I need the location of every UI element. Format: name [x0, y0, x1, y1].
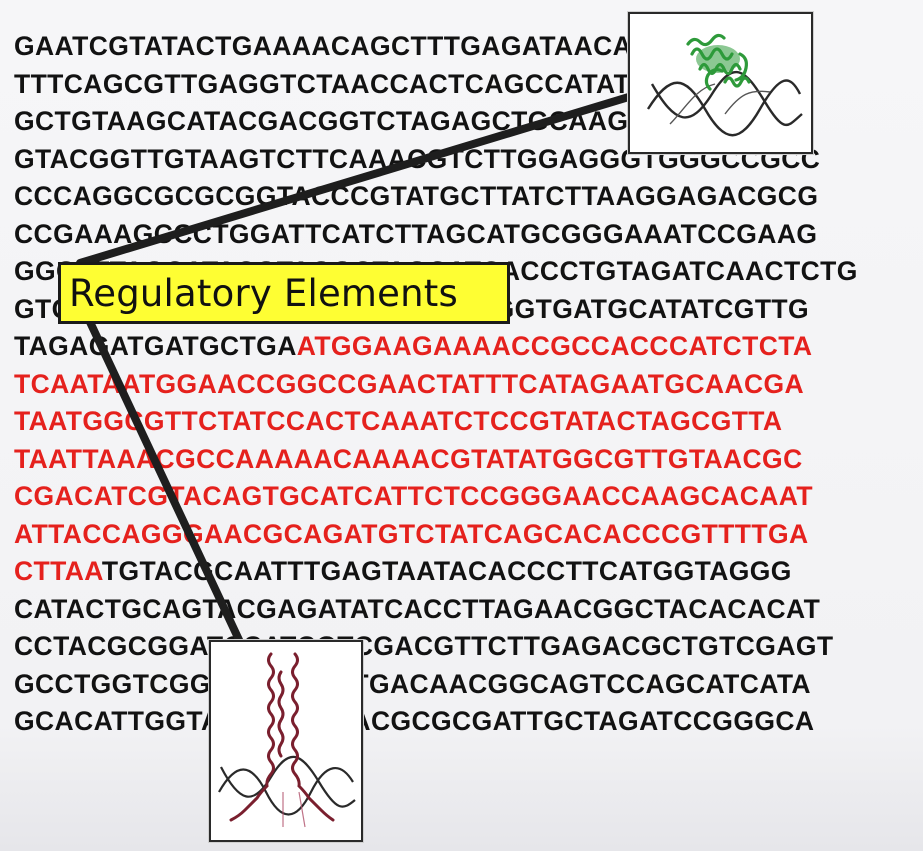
sequence-row: TAATTAAACGCCAAAAACAAAACGTATATGGCGTTGTAAC… — [14, 441, 858, 479]
sequence-row: TCAATAATGGAACCGGCCGAACTATTTCATAGAATGCAAC… — [14, 366, 858, 404]
noncoding-segment: GCACATTGGTACTCACTCACGCGCGATTGCTAGATCCGGG… — [14, 706, 815, 736]
gene-coding-segment: CTTAA — [14, 556, 102, 586]
gene-coding-segment: CGACATCGTACAGTGCATCATTCTCCGGGAACCAAGCACA… — [14, 481, 813, 511]
regulatory-elements-label-text: Regulatory Elements — [69, 271, 458, 315]
coiled-coil-transcription-factor-icon — [218, 652, 356, 828]
sequence-row: GCCTGGTCGGACTCATTATGACAACGGCAGTCCAGCATCA… — [14, 666, 858, 704]
sequence-row: CCTACGCGGATCCATCGTCGACGTTCTTGAGACGCTGTCG… — [14, 628, 858, 666]
gene-coding-segment: ATTACCAGGGAACGCAGATGTCTATCAGCACACCCGTTTT… — [14, 518, 809, 549]
sequence-row: CCCAGGCGCGCGGTACCCGTATGCTTATCTTAAGGAGACG… — [14, 178, 858, 216]
coiled-coil-protein-inset — [209, 640, 363, 842]
regulatory-elements-label: Regulatory Elements — [58, 262, 510, 324]
sequence-row: TAATGGCGTTCTATCCACTCAAATCTCCGTATACTAGCGT… — [14, 403, 858, 441]
noncoding-segment: GCCTGGTCGGACTCATTATGACAACGGCAGTCCAGCATCA… — [14, 668, 811, 699]
sequence-row: ATTACCAGGGAACGCAGATGTCTATCAGCACACCCGTTTT… — [14, 516, 858, 554]
noncoding-segment: CATACTGCAGTACGAGATATCACCTTAGAACGGCTACACA… — [14, 593, 821, 624]
sequence-row: GCACATTGGTACTCACTCACGCGCGATTGCTAGATCCGGG… — [14, 703, 858, 741]
sequence-row: CCGAAAGCCCTGGATTCATCTTAGCATGCGGGAAATCCGA… — [14, 216, 858, 254]
sequence-row: TAGAGATGATGCTGAATGGAAGAAAACCGCCACCCATCTC… — [14, 328, 858, 366]
dna-bound-protein-helix-icon — [646, 33, 803, 137]
gene-coding-segment: TCAATAATGGAACCGGCCGAACTATTTCATAGAATGCAAC… — [14, 368, 805, 399]
gene-coding-segment: TAATGGCGTTCTATCCACTCAAATCTCCGTATACTAGCGT… — [14, 406, 783, 436]
sequence-row: CGACATCGTACAGTGCATCATTCTCCGGGAACCAAGCACA… — [14, 478, 858, 516]
noncoding-segment: CCTACGCGGATCCATCGTCGACGTTCTTGAGACGCTGTCG… — [14, 631, 834, 661]
sequence-row: CATACTGCAGTACGAGATATCACCTTAGAACGGCTACACA… — [14, 591, 858, 629]
sequence-row: CTTAATGTACGCAATTTGAGTAATACACCCTTCATGGTAG… — [14, 553, 858, 591]
noncoding-segment: CCGAAAGCCCTGGATTCATCTTAGCATGCGGGAAATCCGA… — [14, 218, 818, 249]
noncoding-segment: TGTACGCAATTTGAGTAATACACCCTTCATGGTAGGG — [101, 556, 792, 586]
gene-coding-segment: TAATTAAACGCCAAAAACAAAACGTATATGGCGTTGTAAC… — [14, 443, 803, 474]
gene-coding-segment: ATGGAAGAAAACCGCCACCCATCTCTA — [296, 331, 813, 361]
protein-dna-complex-inset — [628, 12, 813, 154]
noncoding-segment: CCCAGGCGCGCGGTACCCGTATGCTTATCTTAAGGAGACG… — [14, 181, 819, 211]
noncoding-segment: TAGAGATGATGCTGA — [14, 331, 297, 361]
